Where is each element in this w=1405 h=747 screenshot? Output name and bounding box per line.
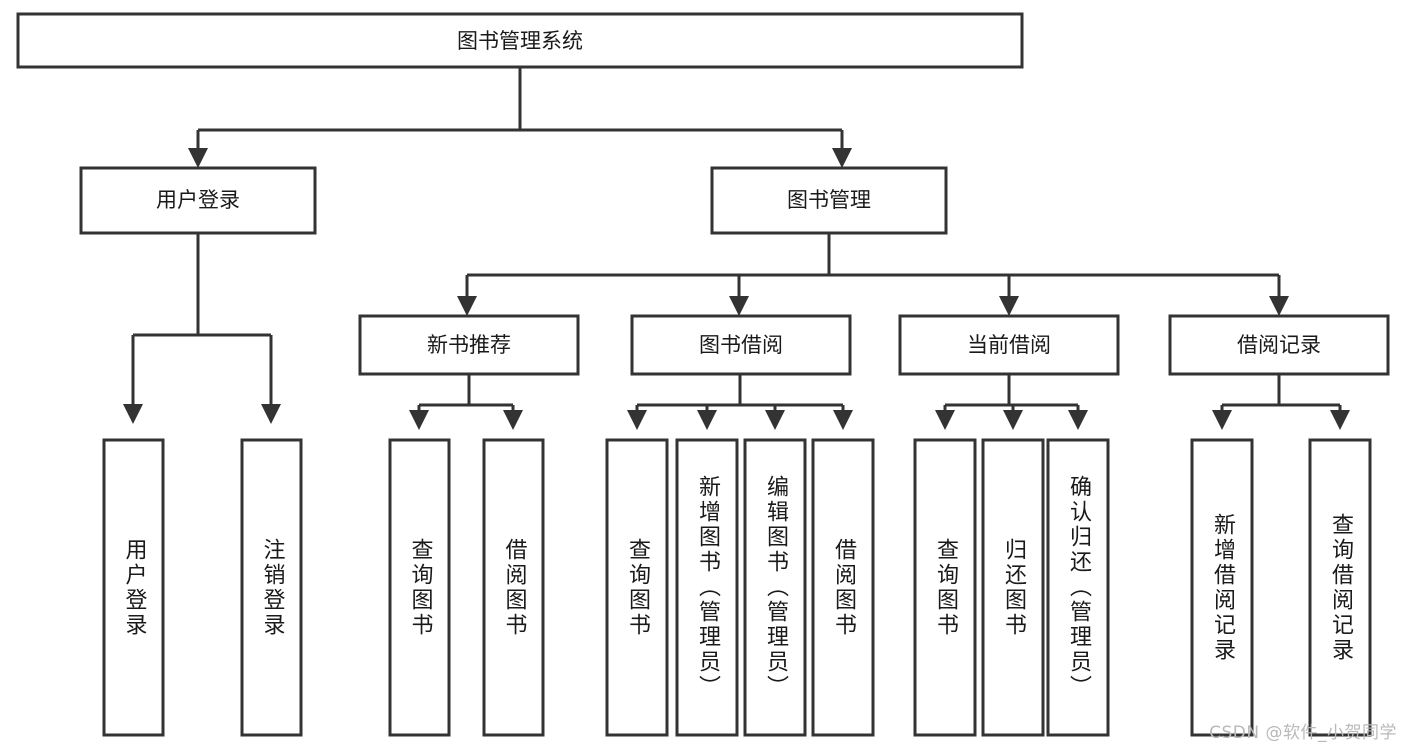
node-label-root: 图书管理系统	[457, 29, 583, 53]
leaf-label-newbook-borrow: 借阅图书	[501, 537, 527, 638]
leaf-label-bookborrow-borrow: 借阅图书	[831, 537, 856, 638]
leaf-currentborrow-return[interactable]: 归还图书	[981, 438, 1045, 737]
node-label-book-management: 图书管理	[787, 188, 871, 212]
csdn-watermark: CSDN @软件_小贺同学	[1209, 723, 1397, 743]
leaf-label-borrowrecords-query: 查询借阅记录	[1328, 512, 1353, 663]
connector-currentborrow-to-leaves	[935, 374, 1088, 430]
leaf-label-user-login-login: 用户登录	[121, 537, 147, 638]
leaf-user-login-logout[interactable]: 注销登录	[240, 438, 303, 737]
leaf-bookborrow-borrow[interactable]: 借阅图书	[811, 438, 875, 737]
node-user-login[interactable]: 用户登录	[79, 166, 317, 235]
leaf-currentborrow-query[interactable]: 查询图书	[913, 438, 977, 737]
leaf-label-currentborrow-confirm-return: 确认归还（管理员）	[1066, 475, 1091, 700]
node-book-management[interactable]: 图书管理	[710, 166, 948, 235]
node-book-borrow[interactable]: 图书借阅	[630, 314, 852, 376]
connector-bookborrow-to-leaves	[627, 374, 853, 430]
node-label-book-borrow: 图书借阅	[699, 333, 783, 357]
leaf-user-login-login[interactable]: 用户登录	[102, 438, 165, 737]
connector-newbook-to-leaves	[409, 374, 523, 430]
leaf-label-user-login-logout: 注销登录	[259, 537, 285, 638]
leaf-bookborrow-query[interactable]: 查询图书	[605, 438, 669, 737]
leaf-newbook-borrow[interactable]: 借阅图书	[482, 438, 545, 737]
leaf-borrowrecords-query[interactable]: 查询借阅记录	[1308, 438, 1372, 737]
leaf-currentborrow-confirm-return[interactable]: 确认归还（管理员）	[1046, 438, 1110, 737]
connector-bookmgmt-to-level3	[457, 233, 1289, 316]
node-new-book-recommend[interactable]: 新书推荐	[358, 314, 580, 376]
connector-borrowrecords-to-leaves	[1212, 374, 1350, 430]
node-current-borrow[interactable]: 当前借阅	[898, 314, 1120, 376]
node-label-current-borrow: 当前借阅	[967, 333, 1051, 357]
node-root-system[interactable]: 图书管理系统	[16, 12, 1024, 69]
node-label-new-book-recommend: 新书推荐	[427, 333, 511, 357]
leaf-bookborrow-add[interactable]: 新增图书（管理员）	[675, 438, 739, 737]
connector-root-to-level2	[188, 67, 852, 168]
leaf-label-bookborrow-edit: 编辑图书（管理员）	[763, 475, 788, 700]
node-label-user-login: 用户登录	[156, 188, 240, 212]
leaf-label-currentborrow-query: 查询图书	[933, 537, 958, 638]
leaf-label-currentborrow-return: 归还图书	[1001, 537, 1026, 638]
leaf-label-borrowrecords-add: 新增借阅记录	[1210, 512, 1235, 663]
leaf-label-bookborrow-query: 查询图书	[625, 537, 650, 638]
leaf-label-bookborrow-add: 新增图书（管理员）	[695, 475, 720, 700]
leaf-label-newbook-query: 查询图书	[407, 537, 433, 638]
connector-userlogin-to-leaves	[123, 233, 281, 424]
node-label-borrow-records: 借阅记录	[1237, 333, 1321, 357]
leaf-newbook-query[interactable]: 查询图书	[388, 438, 451, 737]
leaf-borrowrecords-add[interactable]: 新增借阅记录	[1190, 438, 1254, 737]
node-borrow-records[interactable]: 借阅记录	[1168, 314, 1390, 376]
leaf-bookborrow-edit[interactable]: 编辑图书（管理员）	[743, 438, 807, 737]
